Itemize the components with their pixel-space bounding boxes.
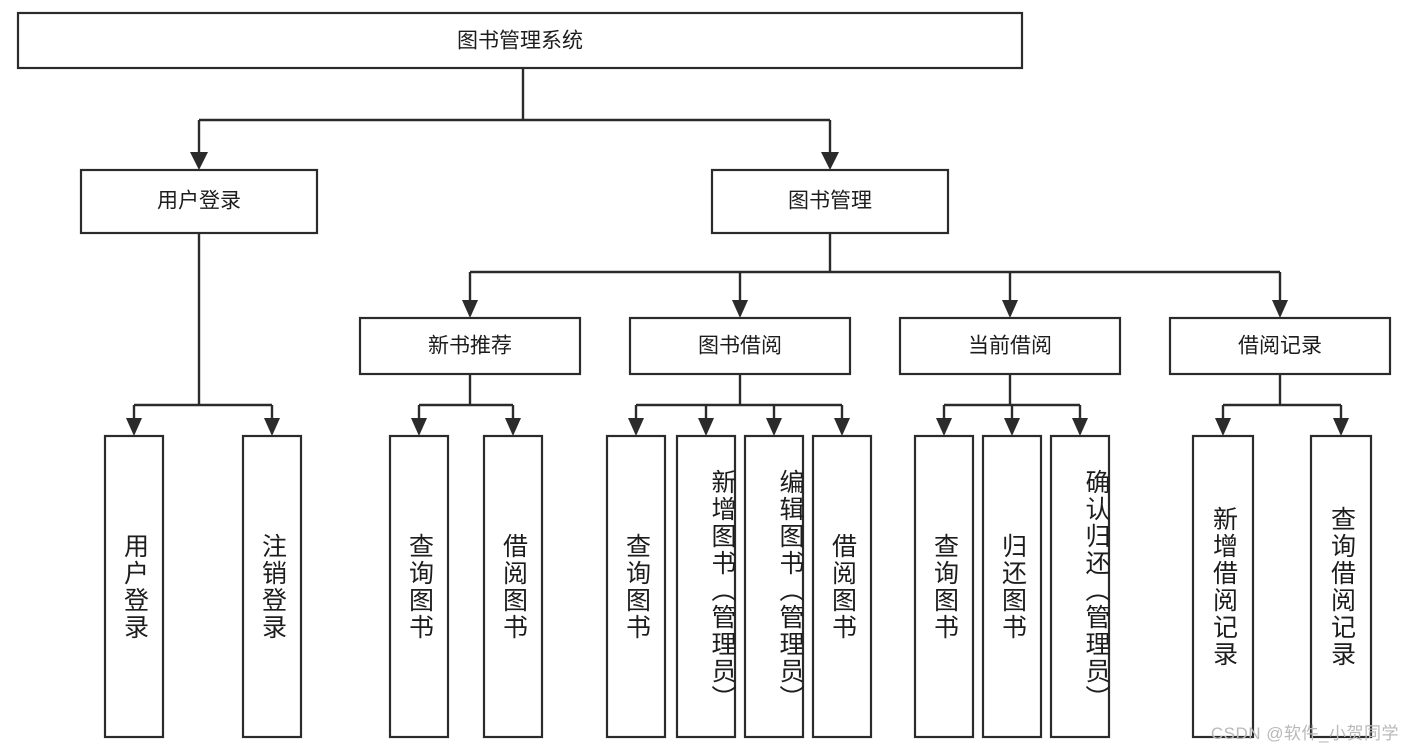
node-borrow-record-box[interactable]: [1168, 316, 1392, 376]
node-root-box[interactable]: [16, 11, 1024, 70]
arrow-leaf-logout: [264, 418, 280, 436]
arrow-to-borrow-record: [1272, 300, 1288, 318]
leaf-box-query-book-bb[interactable]: [605, 434, 667, 739]
node-root-label: 图书管理系统: [457, 30, 583, 53]
node-book-manage-box[interactable]: [710, 168, 950, 235]
node-new-book-recommend-box[interactable]: [358, 316, 582, 376]
node-layer: 图书管理系统 用户登录 图书管理 新书推荐 图书借阅 当前: [16, 11, 1392, 739]
node-new-book-recommend[interactable]: 新书推荐: [358, 316, 582, 376]
arrow-br-leaf2: [1333, 418, 1349, 436]
arrow-new-book-leaf2: [505, 418, 521, 436]
arrow-to-new-book: [462, 300, 478, 318]
arrow-bb-leaf1: [628, 418, 644, 436]
node-user-login-box[interactable]: [79, 168, 319, 235]
arrow-bb-leaf2: [698, 418, 714, 436]
arrow-cb-leaf2: [1004, 418, 1020, 436]
leaf-box-query-book-nb[interactable]: [388, 434, 450, 739]
connector-layer: [126, 68, 1349, 436]
leaf-box-borrow-book-bb[interactable]: [811, 434, 873, 739]
leaf-box-query-book-cb[interactable]: [913, 434, 975, 739]
arrow-cb-leaf3: [1072, 418, 1088, 436]
leaf-box-logout[interactable]: [241, 434, 303, 739]
node-book-manage-label: 图书管理: [788, 190, 872, 213]
node-current-borrow-label: 当前借阅: [968, 335, 1052, 358]
leaf-box-edit-book-admin[interactable]: [743, 434, 805, 739]
leaf-box-add-borrow-record[interactable]: [1191, 434, 1255, 739]
node-user-login-label: 用户登录: [157, 190, 241, 213]
arrow-cb-leaf1: [936, 418, 952, 436]
node-user-login[interactable]: 用户登录: [79, 168, 319, 235]
arrow-leaf-user-login: [126, 418, 142, 436]
node-book-manage[interactable]: 图书管理: [710, 168, 950, 235]
leaf-box-confirm-return-admin[interactable]: [1049, 434, 1111, 739]
arrow-to-user-login: [190, 152, 208, 170]
arrow-to-current-borrow: [1002, 300, 1018, 318]
arrow-br-leaf1: [1215, 418, 1231, 436]
node-current-borrow-box[interactable]: [898, 316, 1122, 376]
leaf-box-user-login[interactable]: [103, 434, 165, 739]
arrow-to-book-manage: [821, 152, 839, 170]
arrow-bb-leaf4: [834, 418, 850, 436]
arrow-new-book-leaf1: [411, 418, 427, 436]
node-book-borrow[interactable]: 图书借阅: [628, 316, 852, 376]
node-root[interactable]: 图书管理系统: [16, 11, 1024, 70]
node-borrow-record[interactable]: 借阅记录: [1168, 316, 1392, 376]
arrow-to-book-borrow: [732, 300, 748, 318]
node-new-book-recommend-label: 新书推荐: [428, 335, 512, 358]
leaf-box-add-book-admin[interactable]: [675, 434, 737, 739]
watermark: CSDN @软件_小贺同学: [1210, 724, 1399, 743]
node-borrow-record-label: 借阅记录: [1238, 335, 1322, 358]
leaf-box-return-book[interactable]: [981, 434, 1043, 739]
node-current-borrow[interactable]: 当前借阅: [898, 316, 1122, 376]
node-book-borrow-box[interactable]: [628, 316, 852, 376]
leaf-box-borrow-book-nb[interactable]: [482, 434, 544, 739]
arrow-bb-leaf3: [766, 418, 782, 436]
leaf-box-query-borrow-record[interactable]: [1309, 434, 1373, 739]
node-book-borrow-label: 图书借阅: [698, 335, 782, 358]
